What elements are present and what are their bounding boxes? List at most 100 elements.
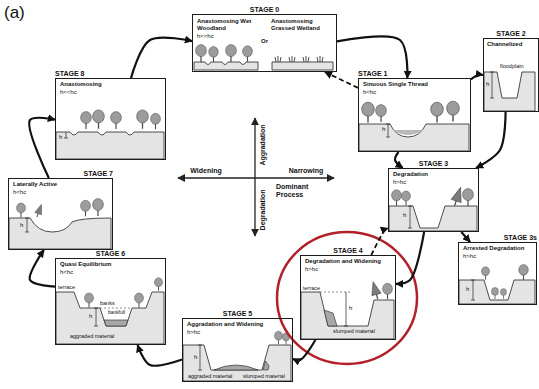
depth-label: h [486, 81, 489, 88]
grass [275, 56, 323, 62]
stage-heading: STAGE 8 [55, 70, 84, 78]
depth-ratio: h>hc [305, 266, 345, 273]
stage-box: STAGE 4Degradation and Wideningh>hc [300, 255, 396, 340]
water [393, 130, 423, 135]
depth-ratio: h<hc [363, 89, 413, 96]
depth-dimension [408, 206, 412, 228]
aggraded-deposit [214, 365, 258, 370]
tree [362, 102, 375, 122]
stage-arrow [29, 118, 55, 178]
slumped-block [324, 310, 337, 326]
depth-ratio: h>hc [393, 179, 433, 186]
process-label: Degradation [259, 190, 267, 231]
tree [135, 293, 144, 308]
tree [431, 102, 444, 122]
tree [463, 189, 474, 206]
tree [402, 191, 411, 206]
depth-label: h [382, 126, 385, 133]
stage-title: Degradation and Widening [305, 258, 392, 265]
depth-ratio: h>hc [187, 329, 227, 336]
tree [500, 289, 506, 299]
depth-label: h [20, 222, 23, 229]
tree [392, 190, 402, 206]
tree [376, 105, 387, 122]
depth-ratio: h<<hc [60, 89, 100, 96]
tree [243, 46, 253, 62]
tree [81, 200, 91, 216]
ground-profile [484, 72, 535, 111]
feature-label: aggraded material [70, 333, 114, 339]
stage-heading: STAGE 3 [419, 160, 448, 168]
depth-ratio: h<<hc [197, 33, 247, 40]
feature-label: terrace [303, 285, 320, 291]
stage-heading: STAGE 2 [496, 30, 525, 38]
depth-dimension [25, 218, 29, 232]
depth-ratio: h<hc [13, 189, 53, 196]
process-axis [254, 118, 255, 236]
depth-label: h [59, 134, 62, 141]
process-label: Widening [190, 167, 221, 175]
process-label: Dominant Process [276, 183, 316, 199]
terrace-level [320, 292, 352, 293]
tree [137, 110, 149, 129]
stage-title: Degradation [393, 171, 475, 178]
bankfull-level [100, 308, 132, 309]
feature-label: aggraded material [188, 373, 232, 379]
stage-heading: STAGE 1 [358, 70, 387, 78]
stage-heading: STAGE 3s [504, 234, 537, 242]
feature-label: bankfull [108, 310, 125, 316]
stage-arrow [471, 75, 483, 80]
feature-label: banks [100, 300, 115, 306]
depth-dimension [471, 280, 475, 300]
stage-box: STAGE 3Degradationh>hc [388, 168, 479, 232]
stage-arrow [293, 340, 315, 360]
tree [154, 278, 162, 291]
slumped-block [263, 361, 269, 370]
stage-arrow [476, 112, 506, 168]
stage-arrow [138, 345, 182, 366]
depth-label: h [403, 212, 406, 219]
tree [17, 203, 26, 218]
depth-dimension [386, 124, 390, 137]
process-label: Aggradation [259, 124, 267, 165]
leaning-tree [368, 280, 382, 300]
stage-heading: STAGE 4 [333, 247, 362, 255]
tree [151, 113, 161, 129]
depth-label: h [89, 313, 92, 320]
stage-title: Laterally Active [13, 181, 109, 188]
dashed-arrow [371, 228, 388, 255]
stage-heading: STAGE 5 [223, 310, 252, 318]
stage-title: Anastomosing Grassed Wetland [271, 18, 333, 32]
tree [226, 45, 237, 62]
ground-profile [194, 62, 258, 70]
ground-profile [56, 292, 164, 344]
stage-box: STAGE 8Anastomosingh<<hc [55, 78, 166, 160]
depth-dimension [64, 132, 68, 138]
stage-box: STAGE 2Channelized [483, 38, 539, 112]
tree [519, 265, 529, 280]
ground-profile [389, 206, 477, 231]
stage-arrow [337, 36, 407, 78]
feature-label: floodplain [500, 63, 524, 69]
stage-title: Anastomosing Wet Woodland [197, 18, 259, 32]
ground-profile [301, 292, 394, 339]
tree [447, 101, 460, 121]
stage-arrow [30, 250, 55, 287]
tree [383, 283, 393, 299]
process-label: Narrowing [289, 167, 324, 175]
stage-arrow [395, 152, 403, 168]
ground-profile [459, 280, 535, 304]
tree [93, 199, 104, 216]
ground-profile [56, 132, 164, 159]
depth-ratio: h>hc [463, 253, 503, 260]
tree [93, 110, 105, 129]
leaning-tree [34, 203, 45, 218]
tree [209, 47, 219, 62]
stage-arrow [461, 232, 470, 242]
ground-profile [9, 218, 111, 249]
panel-letter: (a) [4, 3, 25, 23]
